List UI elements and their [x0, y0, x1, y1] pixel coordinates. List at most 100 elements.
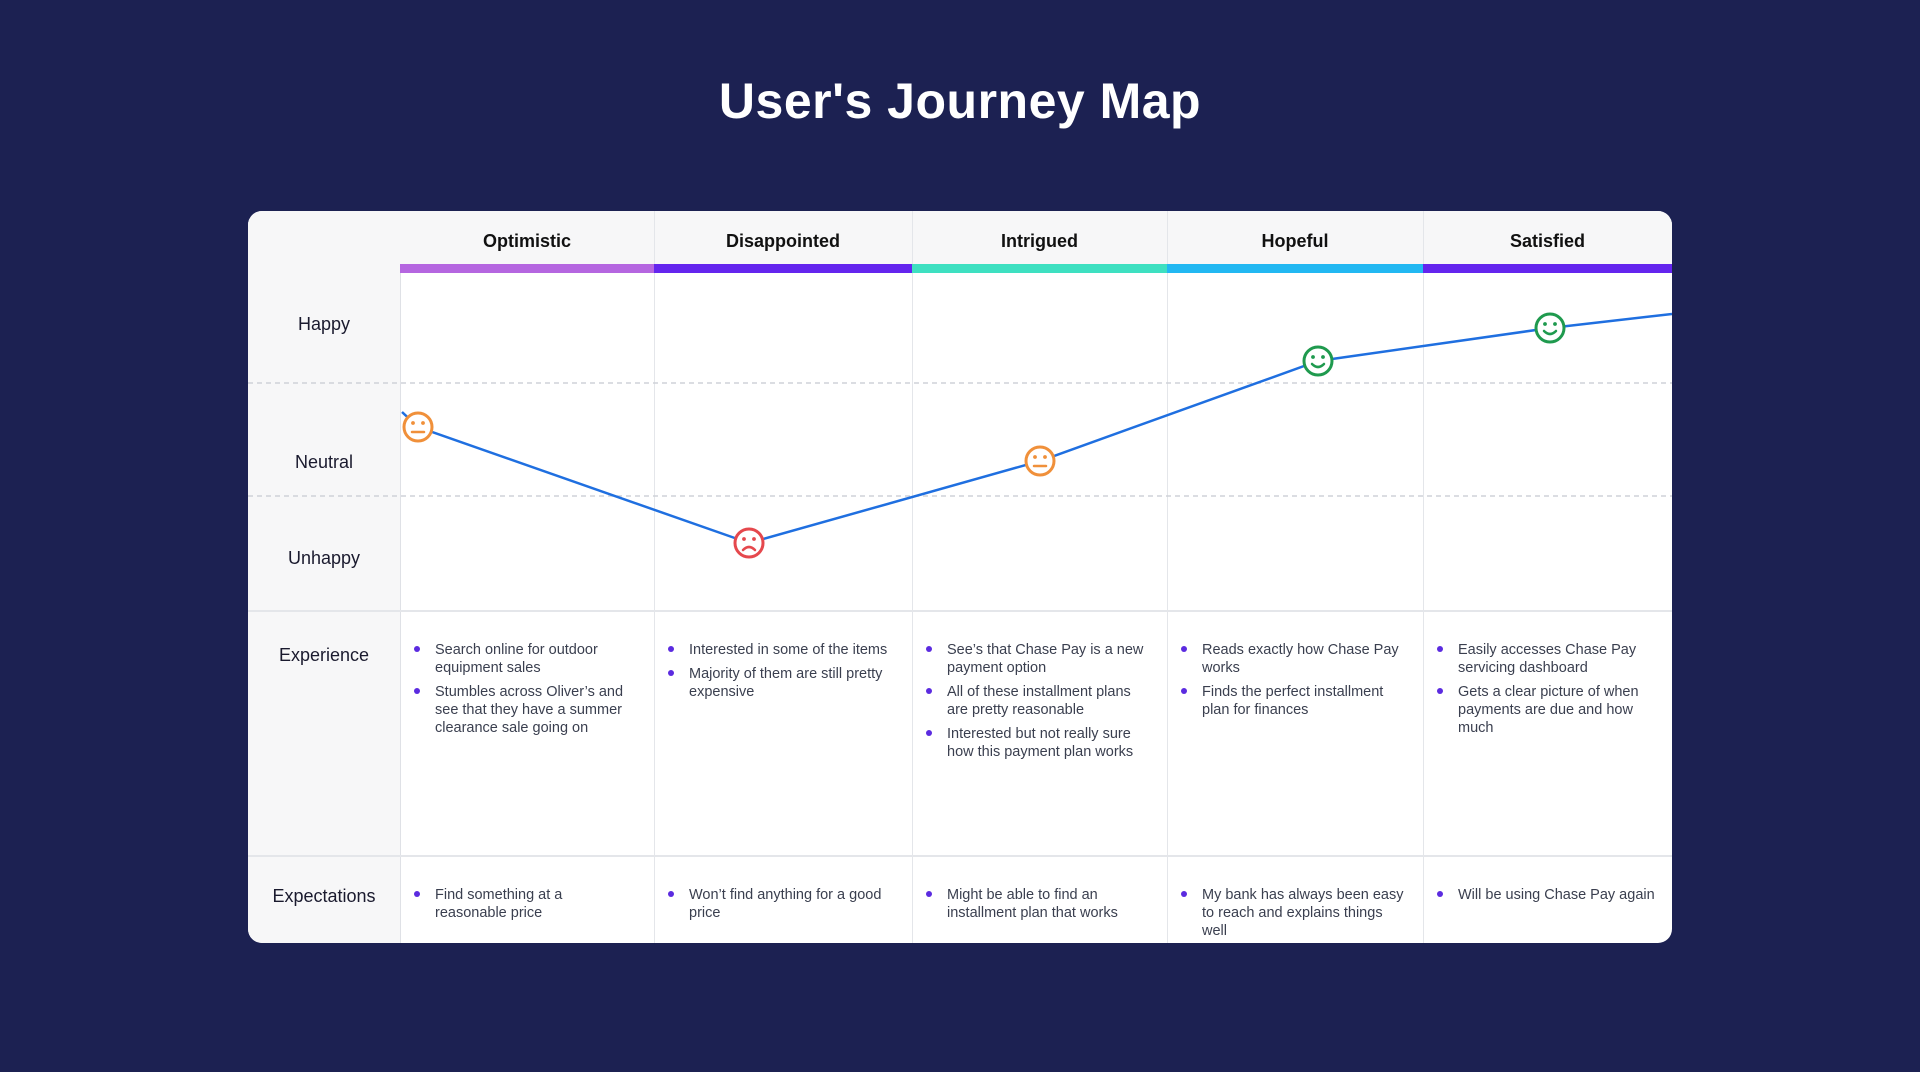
emotion-curve-line: [401, 312, 1672, 545]
experience-text: Stumbles across Oliver’s and see that th…: [435, 684, 624, 736]
stage-header-intrigued: Intrigued: [1001, 231, 1078, 251]
experience-list-item: All of these installment plans are prett…: [925, 683, 1150, 719]
expectations-list-item: Won’t find anything for a good price: [667, 886, 895, 922]
stage-header-hopeful: Hopeful: [1261, 231, 1329, 251]
stage-color-bar: [400, 264, 654, 273]
stage-header-row: [400, 211, 1672, 264]
experience-list-item: Search online for outdoor equipment sale…: [413, 641, 637, 677]
column-divider: [1423, 211, 1424, 943]
stage-color-bar: [1167, 264, 1423, 273]
expectations-list: Find something at a reasonable price: [413, 886, 637, 922]
row-divider: [248, 855, 1672, 857]
experience-text: Interested in some of the items: [689, 642, 888, 658]
expectations-list-item: Might be able to find an installment pla…: [925, 886, 1150, 922]
experience-text: Majority of them are still pretty expens…: [689, 666, 883, 700]
expectations-cell: Find something at a reasonable price: [413, 886, 637, 928]
row-label-column: [248, 211, 401, 943]
expectations-list: Might be able to find an installment pla…: [925, 886, 1150, 922]
bullet-icon: [926, 688, 932, 694]
expectations-list-item: My bank has always been easy to reach an…: [1180, 886, 1406, 940]
smile-face-icon: [1302, 345, 1334, 377]
experience-list-item: Reads exactly how Chase Pay works: [1180, 641, 1406, 677]
expectations-cell: Won’t find anything for a good price: [667, 886, 895, 928]
experience-text: Interested but not really sure how this …: [947, 726, 1134, 760]
level-label-neutral: Neutral: [294, 452, 354, 472]
experience-list-item: Stumbles across Oliver’s and see that th…: [413, 683, 637, 737]
row-label-expectations: Expectations: [272, 886, 376, 906]
expectations-list-item: Find something at a reasonable price: [413, 886, 637, 922]
expectations-list: Won’t find anything for a good price: [667, 886, 895, 922]
row-label-experience: Experience: [278, 645, 370, 665]
stage-color-bar: [912, 264, 1167, 273]
bullet-icon: [926, 891, 932, 897]
bullet-icon: [1437, 891, 1443, 897]
experience-text: Finds the perfect installment plan for f…: [1202, 684, 1384, 718]
level-label-unhappy: Unhappy: [287, 548, 361, 568]
experience-list-item: Majority of them are still pretty expens…: [667, 665, 895, 701]
bullet-icon: [1437, 688, 1443, 694]
experience-list-item: Interested in some of the items: [667, 641, 895, 659]
bullet-icon: [414, 688, 420, 694]
experience-list-item: Interested but not really sure how this …: [925, 725, 1150, 761]
experience-cell: See’s that Chase Pay is a new payment op…: [925, 641, 1150, 767]
bullet-icon: [1437, 646, 1443, 652]
bullet-icon: [668, 670, 674, 676]
neutral-face-icon: [1024, 445, 1056, 477]
expectations-text: My bank has always been easy to reach an…: [1202, 887, 1404, 939]
experience-text: Reads exactly how Chase Pay works: [1202, 642, 1399, 676]
sad-face-icon: [733, 527, 765, 559]
experience-text: Search online for outdoor equipment sale…: [435, 642, 598, 676]
experience-list-item: See’s that Chase Pay is a new payment op…: [925, 641, 1150, 677]
stage-header-satisfied: Satisfied: [1509, 231, 1586, 251]
level-label-happy: Happy: [297, 314, 351, 334]
experience-list-item: Easily accesses Chase Pay servicing dash…: [1436, 641, 1655, 677]
bullet-icon: [668, 891, 674, 897]
stage-header-disappointed: Disappointed: [725, 231, 840, 251]
expectations-list: My bank has always been easy to reach an…: [1180, 886, 1406, 940]
expectations-text: Will be using Chase Pay again: [1458, 887, 1655, 903]
bullet-icon: [1181, 688, 1187, 694]
experience-list: Easily accesses Chase Pay servicing dash…: [1436, 641, 1655, 737]
expectations-cell: My bank has always been easy to reach an…: [1180, 886, 1406, 943]
bullet-icon: [414, 646, 420, 652]
bullet-icon: [414, 891, 420, 897]
bullet-icon: [1181, 646, 1187, 652]
column-divider: [1167, 211, 1168, 943]
expectations-text: Find something at a reasonable price: [435, 887, 563, 921]
expectations-cell: Will be using Chase Pay again: [1436, 886, 1655, 910]
row-divider: [248, 610, 1672, 612]
bullet-icon: [926, 646, 932, 652]
expectations-text: Won’t find anything for a good price: [689, 887, 882, 921]
experience-text: Easily accesses Chase Pay servicing dash…: [1458, 642, 1637, 676]
stage-color-bar: [1423, 264, 1672, 273]
experience-text: All of these installment plans are prett…: [947, 684, 1131, 718]
bullet-icon: [1181, 891, 1187, 897]
stage-color-bar: [654, 264, 912, 273]
column-divider: [912, 211, 913, 943]
journey-map-card: Happy Neutral Unhappy Experience Expecta…: [248, 211, 1672, 943]
column-divider: [654, 211, 655, 943]
experience-list-item: Finds the perfect installment plan for f…: [1180, 683, 1406, 719]
expectations-cell: Might be able to find an installment pla…: [925, 886, 1150, 928]
bullet-icon: [926, 730, 932, 736]
bullet-icon: [668, 646, 674, 652]
experience-list: Search online for outdoor equipment sale…: [413, 641, 637, 737]
expectations-list-item: Will be using Chase Pay again: [1436, 886, 1655, 904]
smile-face-icon: [1534, 312, 1566, 344]
experience-cell: Search online for outdoor equipment sale…: [413, 641, 637, 743]
experience-list-item: Gets a clear picture of when payments ar…: [1436, 683, 1655, 737]
expectations-list: Will be using Chase Pay again: [1436, 886, 1655, 904]
stage-header-optimistic: Optimistic: [482, 231, 571, 251]
expectations-text: Might be able to find an installment pla…: [947, 887, 1118, 921]
experience-cell: Easily accesses Chase Pay servicing dash…: [1436, 641, 1655, 743]
page-title: User's Journey Map: [718, 73, 1202, 129]
experience-text: Gets a clear picture of when payments ar…: [1458, 684, 1639, 736]
experience-text: See’s that Chase Pay is a new payment op…: [947, 642, 1144, 676]
emotion-curve-chart: [248, 312, 1672, 559]
neutral-face-icon: [402, 411, 434, 443]
experience-list: See’s that Chase Pay is a new payment op…: [925, 641, 1150, 761]
